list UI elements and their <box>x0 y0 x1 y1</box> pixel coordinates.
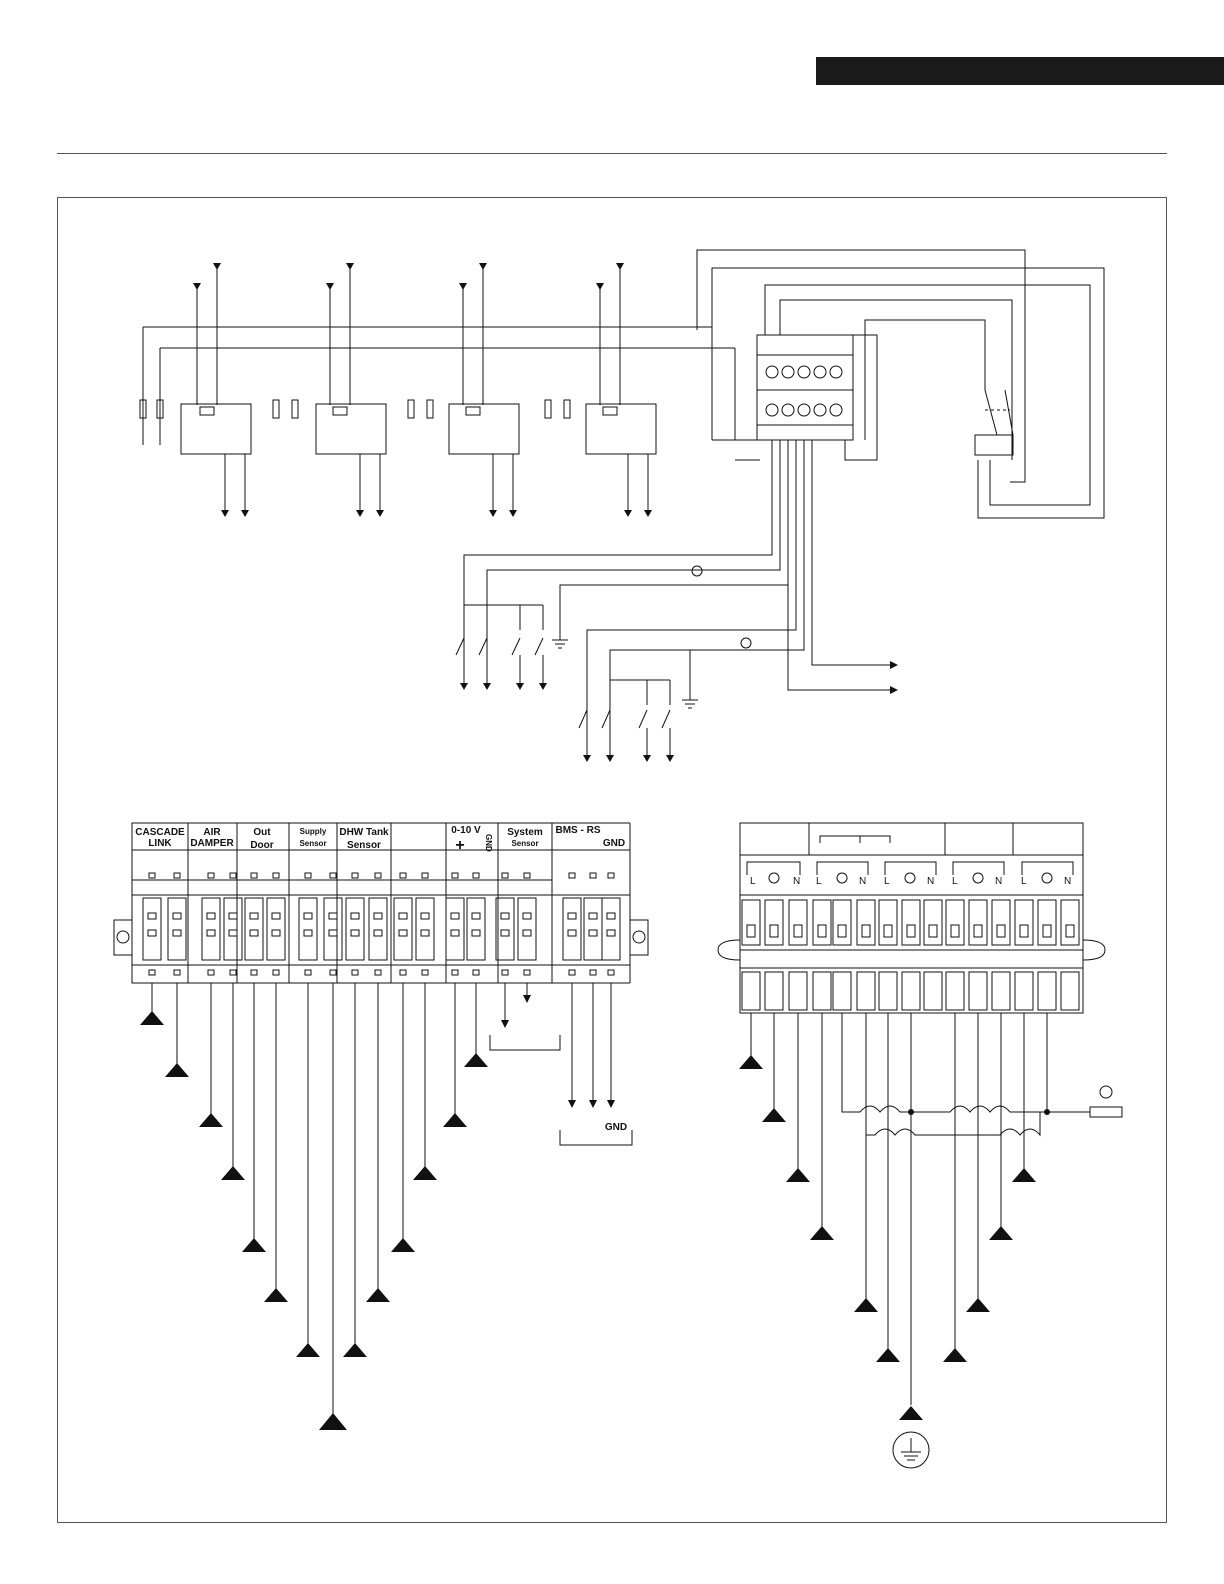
relay-unit-4 <box>545 263 656 515</box>
hv-terminal <box>833 900 851 1010</box>
hv-terminal <box>765 900 783 1010</box>
hv-letter-n: N <box>1064 876 1071 887</box>
hv-ground-triangles <box>739 1055 1050 1420</box>
label-bms: BMS - RS <box>556 825 601 836</box>
contactor-block <box>757 335 853 440</box>
lv-terminal <box>584 873 602 975</box>
label-analog-plus: + <box>455 837 464 854</box>
label-cascade-line2: LINK <box>148 838 172 849</box>
hv-letter-l: L <box>884 876 890 887</box>
hv-terminal <box>857 900 875 1010</box>
lv-terminal <box>563 873 581 975</box>
hv-letter-l: L <box>750 876 756 887</box>
hv-terminal <box>902 900 920 1010</box>
lv-terminal <box>518 873 536 975</box>
label-gnd-bracket: GND <box>605 1122 627 1133</box>
lv-terminal <box>267 873 285 975</box>
schematic-arrowheads <box>460 661 898 762</box>
disconnect-switch <box>975 435 1013 455</box>
hv-terminal <box>1061 900 1079 1010</box>
lv-terminal <box>324 873 342 975</box>
lv-terminal <box>346 873 364 975</box>
label-analog-gnd: GND <box>484 834 493 852</box>
relay-unit-1 <box>140 263 251 515</box>
hv-terminal <box>879 900 897 1010</box>
lv-terminal <box>143 873 161 975</box>
label-dhw-line2: Sensor <box>347 840 381 851</box>
hv-terminal <box>924 900 942 1010</box>
hv-terminal <box>789 900 807 1010</box>
hv-letter-n: N <box>995 876 1002 887</box>
label-air-damper-line2: DAMPER <box>190 838 234 849</box>
lv-terminal <box>224 873 242 975</box>
hv-letter-l: L <box>952 876 958 887</box>
hv-letter-n: N <box>859 876 866 887</box>
label-analog: 0-10 V <box>451 825 481 836</box>
hv-terminal <box>1015 900 1033 1010</box>
low-voltage-terminal-block <box>114 823 648 1415</box>
hv-letter-l: L <box>1021 876 1027 887</box>
hv-letter-n: N <box>927 876 934 887</box>
label-air-damper-line1: AIR <box>203 827 221 838</box>
hv-terminal <box>813 900 831 1010</box>
lv-terminal <box>168 873 186 975</box>
label-bms-gnd: GND <box>603 838 625 849</box>
hv-terminal <box>946 900 964 1010</box>
lv-terminal <box>416 873 434 975</box>
label-system-line1: System <box>507 827 543 838</box>
label-outdoor-line2: Door <box>250 840 273 851</box>
label-outdoor-line1: Out <box>253 827 271 838</box>
label-cascade-line1: CASCADE <box>135 827 185 838</box>
relay-unit-3 <box>408 263 519 515</box>
lv-terminal <box>299 873 317 975</box>
label-supply-line1: Supply <box>300 827 327 836</box>
hv-letter-l: L <box>816 876 822 887</box>
lv-terminal <box>467 873 485 975</box>
lv-terminal <box>602 873 620 975</box>
lv-terminal <box>369 873 387 975</box>
lv-terminal <box>202 873 220 975</box>
hv-terminal <box>992 900 1010 1010</box>
lv-terminal <box>446 873 464 975</box>
lv-terminal <box>245 873 263 975</box>
lv-terminal <box>496 873 514 975</box>
relay-unit-2 <box>273 263 386 515</box>
hv-letter-n: N <box>793 876 800 887</box>
label-dhw-line1: DHW Tank <box>339 827 389 838</box>
lv-terminal <box>394 873 412 975</box>
label-supply-line2: Sensor <box>299 839 326 848</box>
line-voltage-terminal-block <box>718 823 1122 1468</box>
relay-schematic <box>140 250 1104 760</box>
hv-terminal <box>742 900 760 1010</box>
label-system-line2: Sensor <box>511 839 538 848</box>
hv-terminal <box>969 900 987 1010</box>
hv-terminal <box>1038 900 1056 1010</box>
